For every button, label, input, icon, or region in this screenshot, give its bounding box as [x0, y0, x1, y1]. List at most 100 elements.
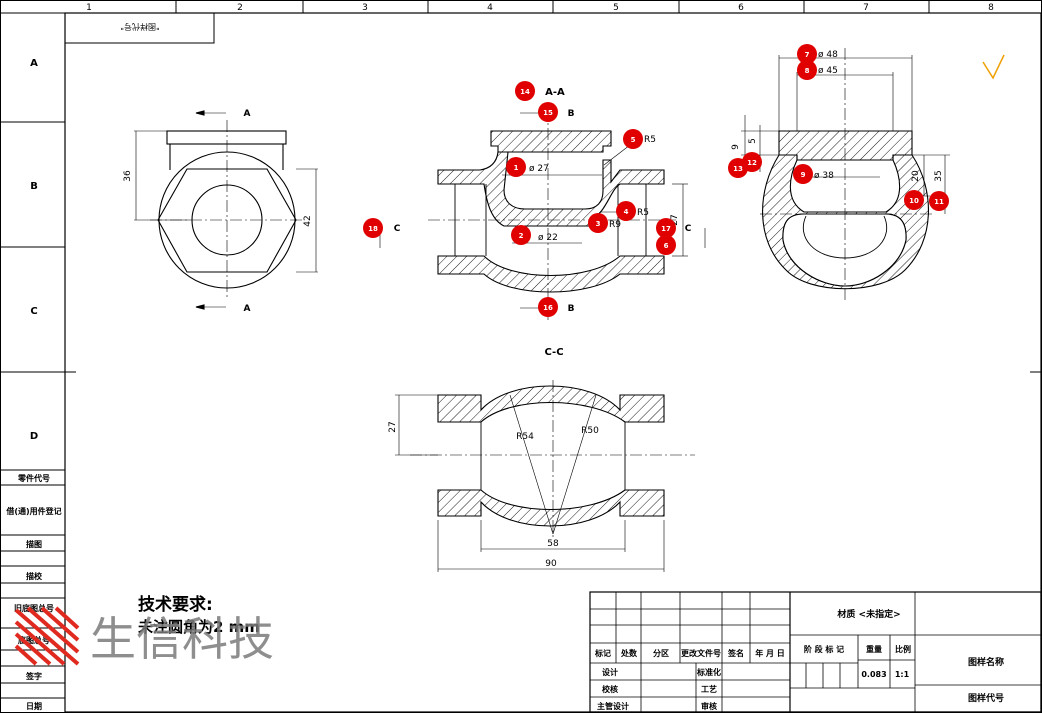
cut-label-a-top: A [244, 109, 251, 119]
header-change: 更改文件号 [681, 648, 721, 658]
dim-42: 42 [303, 215, 313, 226]
header-zone: 分区 [653, 648, 669, 658]
col-label: 4 [487, 3, 493, 13]
balloon-3[interactable]: 3 [588, 213, 608, 233]
balloon-16[interactable]: 16 [538, 297, 558, 317]
header-scale: 比例 [895, 644, 911, 654]
balloons: 1 2 3 4 5 6 7 8 9 10 11 12 13 14 15 16 1… [363, 44, 949, 317]
dim-58: 58 [547, 539, 559, 549]
drawing-code: 图样代号 [968, 692, 1004, 704]
scale-value: 1:1 [895, 670, 910, 679]
top-left-box-label: "图样代号" [120, 22, 159, 32]
balloon-1[interactable]: 1 [506, 157, 526, 177]
check-icon [982, 54, 1005, 80]
watermark-text: 生信科技 [90, 612, 274, 666]
balloon-6[interactable]: 6 [656, 235, 676, 255]
col-label: 1 [86, 3, 92, 13]
svg-text:2: 2 [519, 232, 524, 240]
balloon-2[interactable]: 2 [511, 225, 531, 245]
strip-label: 借(通)用件登记 [5, 506, 61, 516]
row-label: B [30, 181, 38, 192]
dim-38: ø 38 [814, 171, 834, 181]
dim-90: 90 [545, 559, 557, 569]
balloon-5[interactable]: 5 [623, 129, 643, 149]
label-standard: 标准化 [696, 667, 721, 677]
tech-req-line1: 未注圆角为2 mm [137, 618, 260, 636]
svg-text:7: 7 [805, 51, 810, 59]
strip-label: 零件代号 [17, 473, 50, 483]
balloon-7[interactable]: 7 [797, 44, 817, 64]
watermark-logo-icon [14, 606, 80, 666]
svg-text:4: 4 [624, 208, 629, 216]
material-label: 材质 <未指定> [836, 608, 900, 620]
cut-label-c-left: C [394, 224, 401, 234]
dim-r50: R50 [581, 426, 599, 436]
svg-text:14: 14 [520, 88, 530, 96]
section-cc-view [395, 380, 695, 572]
section-cc-label: C-C [544, 347, 563, 358]
balloon-14[interactable]: 14 [515, 81, 535, 101]
label-chief: 主管设计 [597, 701, 629, 711]
header-count: 处数 [620, 648, 638, 658]
row-labels: A B C D [30, 58, 38, 442]
strip-label: 签字 [25, 671, 42, 681]
dim-9: 9 [731, 144, 741, 150]
balloon-15[interactable]: 15 [538, 102, 558, 122]
dim-36: 36 [123, 170, 133, 182]
header-date: 年 月 日 [755, 648, 785, 658]
svg-text:15: 15 [543, 109, 553, 117]
dim-48: ø 48 [818, 50, 838, 60]
dim-20: 20 [911, 170, 921, 182]
label-process: 工艺 [701, 684, 717, 694]
strip-label: 旧底图总号 [14, 603, 54, 613]
dim-r5-top: R5 [644, 135, 656, 145]
dim-27-right: 27 [670, 214, 680, 225]
balloon-8[interactable]: 8 [797, 60, 817, 80]
dim-r5-mid: R5 [637, 208, 649, 218]
svg-text:1: 1 [514, 164, 519, 172]
dim-r54: R54 [516, 432, 534, 442]
dim-27-bore: ø 27 [529, 164, 549, 174]
header-stage: 阶 段 标 记 [804, 644, 844, 654]
dim-5: 5 [748, 138, 758, 144]
dim-r9: R9 [609, 220, 621, 230]
svg-text:10: 10 [909, 197, 919, 205]
row-label: A [30, 58, 38, 69]
balloon-13[interactable]: 13 [728, 158, 748, 178]
balloon-17[interactable]: 17 [656, 218, 676, 238]
tech-req-title: 技术要求: [138, 594, 213, 615]
svg-text:6: 6 [664, 242, 669, 250]
svg-text:16: 16 [543, 304, 553, 312]
balloon-18[interactable]: 18 [363, 218, 383, 238]
col-label: 7 [863, 3, 869, 13]
svg-text:11: 11 [934, 198, 944, 206]
dim-45: ø 45 [818, 66, 838, 76]
svg-text:9: 9 [801, 171, 806, 179]
label-design: 设计 [602, 667, 618, 677]
header-mark: 标记 [594, 648, 611, 658]
col-label: 8 [988, 3, 994, 13]
cut-label-b-bottom: B [568, 304, 575, 314]
header-sign: 签名 [727, 648, 744, 658]
balloon-9[interactable]: 9 [793, 164, 813, 184]
col-label: 6 [738, 3, 744, 13]
svg-text:18: 18 [368, 225, 378, 233]
svg-text:12: 12 [747, 159, 757, 167]
dim-35: 35 [934, 170, 944, 181]
header-weight: 重量 [866, 644, 882, 654]
label-review: 审核 [701, 701, 717, 711]
title-block-text: 材质 <未指定> 图样名称 图样代号 标记 处数 分区 更改文件号 签名 年 月… [594, 608, 1004, 711]
section-aa-label: A-A [545, 87, 565, 98]
label-check: 校核 [602, 684, 618, 694]
cut-label-a-bottom: A [244, 304, 251, 314]
dim-27-cc: 27 [388, 421, 398, 432]
svg-text:3: 3 [596, 220, 601, 228]
col-label: 3 [362, 3, 368, 13]
balloon-10[interactable]: 10 [904, 190, 924, 210]
strip-label: 描校 [26, 571, 43, 581]
section-bb-view [741, 48, 950, 300]
balloon-11[interactable]: 11 [929, 191, 949, 211]
weight-value: 0.083 [861, 670, 886, 679]
balloon-4[interactable]: 4 [616, 201, 636, 221]
